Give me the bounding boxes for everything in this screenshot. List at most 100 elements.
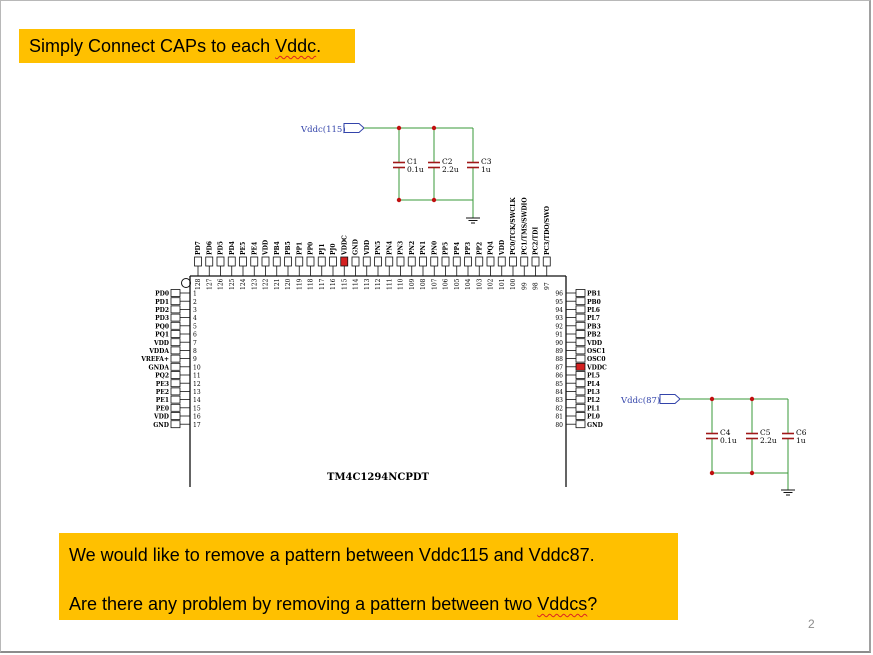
right-net-cap-ref: C6 bbox=[796, 428, 807, 437]
top-pin-number: 109 bbox=[409, 278, 416, 290]
top-pin-label: VDD bbox=[364, 240, 371, 256]
top-pin-box bbox=[284, 256, 292, 267]
top-pin-label: PD4 bbox=[229, 241, 236, 255]
right-pin-box bbox=[575, 362, 586, 371]
top-pin-number: 122 bbox=[263, 278, 270, 290]
right-net-junction-bottom bbox=[709, 470, 715, 476]
right-pin-number: 91 bbox=[555, 332, 563, 339]
top-pin-box bbox=[306, 256, 315, 267]
right-pin-number: 84 bbox=[555, 389, 563, 396]
question-2-suffix: ? bbox=[587, 594, 598, 614]
top-pin-number: 107 bbox=[431, 278, 438, 290]
left-pin-box bbox=[170, 354, 181, 363]
top-pin-number: 98 bbox=[533, 282, 540, 290]
top-pin-label: PE5 bbox=[240, 242, 247, 255]
top-pin-box bbox=[272, 256, 281, 267]
left-pin-box bbox=[170, 330, 181, 338]
top-pin-number: 115 bbox=[341, 278, 348, 290]
top-pin-number: 120 bbox=[285, 278, 292, 290]
top-pin-label: PN5 bbox=[375, 241, 382, 255]
left-pin-number: 1 bbox=[193, 291, 197, 298]
right-pin-label: PB0 bbox=[587, 299, 601, 306]
top-pin-label: PJ1 bbox=[319, 243, 326, 255]
question-callout: We would like to remove a pattern betwee… bbox=[59, 533, 678, 620]
right-pin-number: 83 bbox=[555, 397, 563, 404]
right-pin-box bbox=[575, 420, 586, 429]
top-pin-label: PP1 bbox=[296, 242, 303, 255]
right-pin-label: OSC1 bbox=[587, 348, 606, 355]
left-pin-number: 16 bbox=[193, 414, 201, 421]
top-net-net-label: Vddc(115) bbox=[300, 124, 346, 135]
question-2: Are there any problem by removing a patt… bbox=[69, 590, 678, 618]
left-pin-number: 14 bbox=[193, 397, 201, 404]
page-number: 2 bbox=[808, 617, 815, 631]
top-net-junction-bottom bbox=[396, 197, 402, 203]
top-pin-number: 118 bbox=[308, 278, 315, 290]
top-pin-box bbox=[385, 256, 394, 267]
top-pin-box bbox=[250, 256, 259, 267]
right-pin-box bbox=[575, 305, 586, 314]
top-pin-label: PP3 bbox=[465, 242, 472, 255]
top-pin-label: PN0 bbox=[431, 241, 438, 255]
top-pin-number: 114 bbox=[353, 278, 360, 290]
left-pin-label: VREFA+ bbox=[140, 356, 169, 363]
right-pin-label: PB3 bbox=[587, 323, 601, 330]
top-pin-label: PP2 bbox=[476, 242, 483, 255]
top-pin-box bbox=[486, 256, 495, 267]
right-net-cap-ref: C5 bbox=[760, 428, 771, 437]
left-pin-box bbox=[170, 371, 181, 379]
top-pin-box bbox=[396, 256, 405, 267]
left-pin-number: 10 bbox=[193, 364, 201, 371]
left-pin-label: VDD bbox=[153, 340, 169, 347]
left-pin-box bbox=[170, 412, 181, 420]
right-pin-box bbox=[575, 371, 586, 379]
top-pin-label: PD6 bbox=[206, 241, 213, 255]
left-pin-label: PQ0 bbox=[155, 323, 169, 330]
top-pin-box bbox=[261, 256, 270, 267]
top-pin-label: VDD bbox=[499, 240, 506, 256]
top-pin-number: 112 bbox=[375, 278, 382, 290]
right-pin-number: 92 bbox=[555, 323, 563, 330]
right-net-net-label: Vddc(87) bbox=[620, 395, 660, 406]
top-pin-box bbox=[497, 256, 506, 267]
right-net-cap-value: 1u bbox=[796, 436, 806, 445]
top-pin-label: PN2 bbox=[409, 241, 416, 255]
right-pin-label: VDDC bbox=[586, 364, 607, 371]
right-pin-label: PB2 bbox=[587, 332, 601, 339]
right-pin-label: PL1 bbox=[587, 405, 600, 412]
top-pin-box bbox=[317, 256, 326, 267]
top-pin-number: 119 bbox=[296, 278, 303, 290]
left-pin-number: 13 bbox=[193, 389, 201, 396]
top-pin-number: 125 bbox=[229, 278, 236, 290]
top-pin-label: PN4 bbox=[386, 241, 393, 255]
top-pin-label: VDDC bbox=[341, 235, 348, 256]
top-pin-box bbox=[239, 256, 247, 267]
left-pin-number: 17 bbox=[193, 422, 201, 429]
left-pin-box bbox=[170, 297, 181, 306]
left-pin-label: PE2 bbox=[156, 389, 169, 396]
left-pin-label: GNDA bbox=[149, 364, 170, 371]
right-pin-label: PL7 bbox=[587, 315, 600, 322]
top-pin-number: 123 bbox=[251, 278, 258, 290]
right-pin-number: 85 bbox=[555, 381, 563, 388]
top-pin-number: 124 bbox=[240, 278, 247, 290]
left-pin-box bbox=[170, 346, 181, 355]
right-pin-label: VDD bbox=[586, 340, 602, 347]
top-pin-number: 121 bbox=[274, 279, 281, 290]
right-pin-box bbox=[575, 297, 586, 306]
top-pin-box bbox=[531, 256, 540, 267]
left-pin-label: VDDA bbox=[148, 348, 169, 355]
left-pin-box bbox=[170, 420, 181, 429]
left-pin-number: 2 bbox=[193, 299, 197, 306]
top-pin-label: PN3 bbox=[398, 241, 405, 255]
top-pin-box bbox=[464, 256, 472, 267]
left-pin-label: PQ2 bbox=[155, 373, 169, 380]
top-pin-label: PE4 bbox=[251, 242, 258, 255]
left-pin-number: 8 bbox=[193, 348, 197, 355]
left-pin-label: PE1 bbox=[156, 397, 169, 404]
left-pin-box bbox=[170, 289, 181, 297]
right-pin-box bbox=[575, 412, 586, 420]
title-callout: Simply Connect CAPs to each Vddc. bbox=[19, 29, 355, 63]
title-word: Vddc bbox=[275, 36, 317, 56]
